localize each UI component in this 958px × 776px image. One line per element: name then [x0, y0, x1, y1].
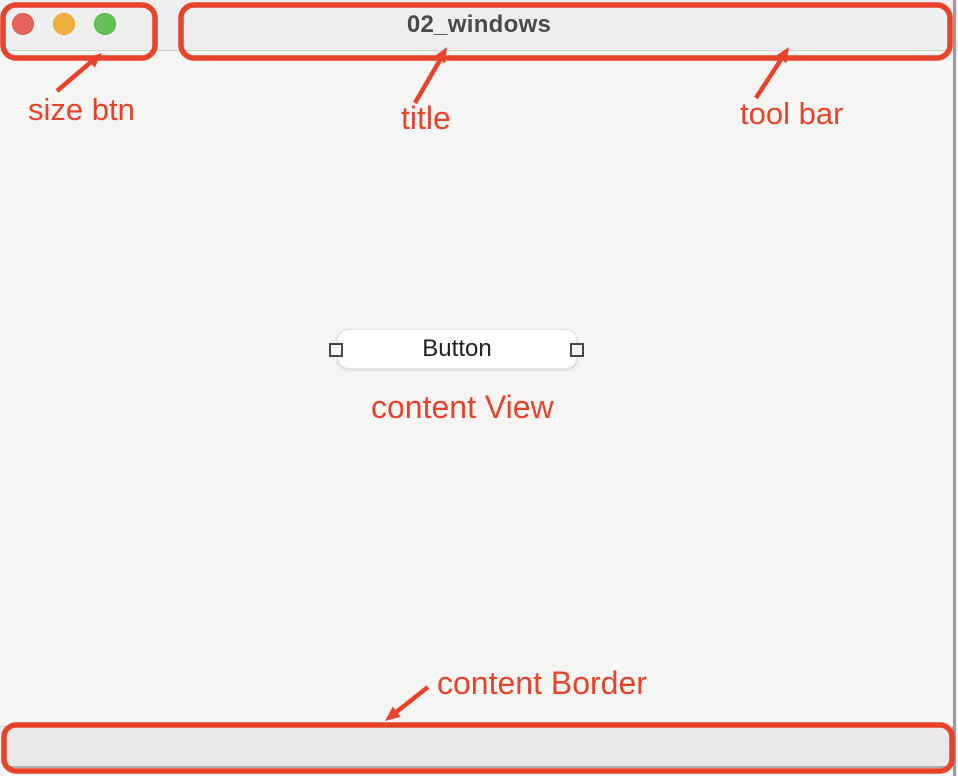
content-border-arrow-head — [385, 706, 401, 721]
window-titlebar[interactable]: 02_windows — [0, 0, 958, 51]
content-border-label: content Border — [437, 665, 647, 701]
window-right-border — [953, 0, 956, 776]
toolbar-label: tool bar — [740, 96, 844, 131]
close-button[interactable] — [12, 13, 34, 35]
minimize-button[interactable] — [53, 13, 75, 35]
zoom-button[interactable] — [94, 13, 116, 35]
content-view-label: content View — [371, 389, 554, 425]
toolbar-arrow-line — [754, 58, 783, 100]
content-border-bar — [0, 726, 954, 768]
window-title: 02_windows — [406, 11, 552, 38]
content-button[interactable]: Button — [337, 329, 577, 369]
size-btn-arrow-head — [86, 53, 102, 68]
title-arrow-line — [413, 58, 442, 105]
size-btn-arrow-line — [55, 60, 93, 93]
traffic-light-buttons — [12, 13, 116, 35]
selection-handle-right[interactable] — [570, 343, 584, 357]
content-border-arrow-line — [395, 685, 430, 714]
title-label: title — [401, 100, 451, 136]
selection-handle-left[interactable] — [329, 343, 343, 357]
size-btn-label: size btn — [28, 92, 135, 127]
